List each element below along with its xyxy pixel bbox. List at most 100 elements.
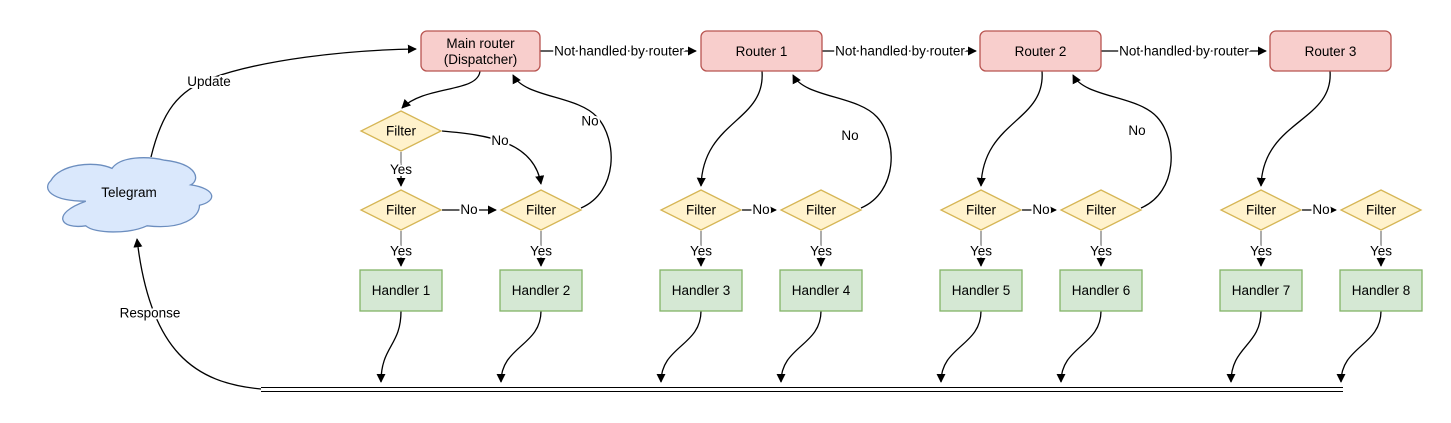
label-yes-d1: Yes	[1250, 244, 1272, 259]
telegram-label: Telegram	[101, 185, 157, 200]
filter-router1-1: Filter	[659, 189, 743, 231]
label-no-c1-c2: No	[1032, 202, 1049, 217]
dispatcher-label-line1: Main router	[446, 36, 515, 51]
filter-diamond	[1339, 189, 1423, 231]
label-yes-a3: Yes	[530, 244, 552, 259]
handler-box	[1059, 269, 1143, 312]
handler-box	[939, 269, 1023, 312]
handler2-node: Handler 2	[499, 269, 583, 312]
handler-label: Handler 5	[952, 283, 1011, 298]
label-no-b2-return: No	[841, 128, 858, 143]
filter-diamond	[939, 189, 1023, 231]
edge-router3-to-filter	[1256, 70, 1331, 187]
label-yes-c1: Yes	[970, 244, 992, 259]
router1-label: Router 1	[736, 44, 788, 59]
filter-diamond	[779, 189, 863, 231]
edge-handler5-to-bus	[936, 310, 982, 383]
filter-diamond	[359, 189, 443, 231]
edges	[133, 44, 1386, 393]
handler6-node: Handler 6	[1059, 269, 1143, 312]
handler-box	[779, 269, 863, 312]
handler3-node: Handler 3	[659, 269, 743, 312]
edge-router2-to-filter	[976, 70, 1043, 187]
label-not-handled-2: Not handled by router	[835, 44, 965, 59]
handler5-node: Handler 5	[939, 269, 1023, 312]
filter-dispatcher-1: Filter	[359, 110, 443, 152]
handler4-node: Handler 4	[779, 269, 863, 312]
edge-handler2-to-bus	[496, 310, 542, 383]
filter-label: Filter	[1366, 203, 1397, 218]
router1-box	[700, 30, 823, 72]
edge-filter-b2-no-return	[792, 74, 892, 209]
handler-label: Handler 4	[792, 283, 851, 298]
dispatcher-box	[420, 30, 541, 72]
handler-box	[1219, 269, 1303, 312]
handler-label: Handler 7	[1232, 283, 1291, 298]
router2-node: Router 2	[979, 30, 1102, 72]
filter-dispatcher-2: Filter	[359, 189, 443, 231]
filter-label: Filter	[686, 203, 717, 218]
label-update: Update	[187, 74, 231, 89]
filter-label: Filter	[806, 203, 837, 218]
router2-box	[979, 30, 1102, 72]
edge-handler6-to-bus	[1056, 310, 1102, 383]
filter-router2-2: Filter	[1059, 189, 1143, 231]
router3-label: Router 3	[1305, 44, 1357, 59]
router3-box	[1269, 30, 1392, 72]
nodes: Telegram Main router (Dispatcher) Router…	[46, 30, 1423, 312]
router3-node: Router 3	[1269, 30, 1392, 72]
filter-diamond	[1219, 189, 1303, 231]
handler-box	[359, 269, 443, 312]
handler-box	[659, 269, 743, 312]
handler-box	[499, 269, 583, 312]
filter-label: Filter	[386, 124, 417, 139]
label-yes-c2: Yes	[1090, 244, 1112, 259]
filter-label: Filter	[966, 203, 997, 218]
filter-diamond	[499, 189, 583, 231]
label-no-d1-d2: No	[1312, 202, 1329, 217]
handler7-node: Handler 7	[1219, 269, 1303, 312]
filter-router3-2: Filter	[1339, 189, 1423, 231]
edge-handler4-to-bus	[776, 310, 822, 383]
edge-handler3-to-bus	[656, 310, 702, 383]
edge-filter-a1-no	[441, 130, 545, 185]
edge-router1-to-filter	[696, 70, 763, 187]
label-no-a1-a3: No	[491, 133, 508, 148]
label-yes-b1: Yes	[690, 244, 712, 259]
label-yes-b2: Yes	[810, 244, 832, 259]
handler-label: Handler 1	[372, 283, 431, 298]
dispatcher-label-line2: (Dispatcher)	[444, 52, 518, 67]
label-yes-a1: Yes	[390, 162, 412, 177]
edge-response	[133, 238, 262, 390]
edge-handler7-to-bus	[1226, 310, 1262, 383]
label-yes-d2: Yes	[1370, 244, 1392, 259]
edge-handler8-to-bus	[1336, 310, 1382, 383]
filter-diamond	[1059, 189, 1143, 231]
handler-label: Handler 8	[1352, 283, 1411, 298]
filter-diamond	[659, 189, 743, 231]
label-no-c2-return: No	[1128, 123, 1145, 138]
handler-label: Handler 6	[1072, 283, 1131, 298]
label-response: Response	[120, 306, 181, 321]
filter-router1-2: Filter	[779, 189, 863, 231]
dispatcher-node: Main router (Dispatcher)	[420, 30, 541, 72]
edge-labels: Update Response Not handled by router No…	[118, 42, 1395, 323]
router2-label: Router 2	[1015, 44, 1067, 59]
filter-router3-1: Filter	[1219, 189, 1303, 231]
label-yes-a2: Yes	[390, 244, 412, 259]
edge-filter-a3-no-return	[512, 74, 612, 209]
filter-label: Filter	[386, 203, 417, 218]
label-not-handled-1: Not handled by router	[554, 44, 684, 59]
router1-node: Router 1	[700, 30, 823, 72]
label-not-handled-3: Not handled by router	[1119, 44, 1249, 59]
label-no-a2-a3: No	[460, 202, 477, 217]
cloud-shape	[46, 157, 213, 233]
filter-diamond	[359, 110, 443, 152]
handler8-node: Handler 8	[1339, 269, 1423, 312]
filter-label: Filter	[1086, 203, 1117, 218]
filter-label: Filter	[526, 203, 557, 218]
telegram-cloud-node: Telegram	[46, 157, 213, 233]
filter-dispatcher-3: Filter	[499, 189, 583, 231]
